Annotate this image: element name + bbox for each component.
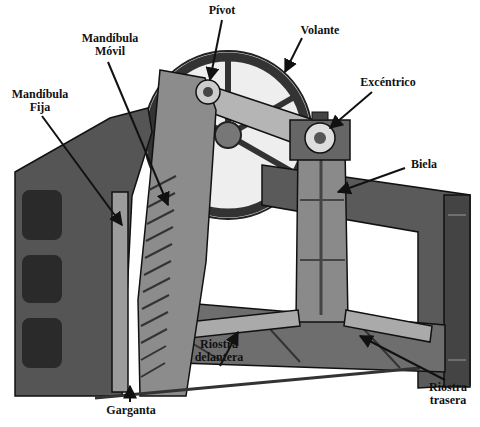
frame-left <box>15 108 152 396</box>
pitman <box>296 148 348 322</box>
part-label: Riostra delantera <box>186 338 252 364</box>
part-label: Mandíbula Fija <box>2 88 78 114</box>
leader-line <box>360 336 445 380</box>
leader-line <box>210 20 222 80</box>
leader-line <box>108 62 168 205</box>
leader-line <box>129 386 131 402</box>
part-label: Mandíbula Móvil <box>74 32 146 58</box>
eccentric-shaft <box>198 84 350 160</box>
pivot <box>196 80 220 104</box>
part-label: Pívot <box>197 4 247 17</box>
part-label: Riostra trasera <box>418 381 478 407</box>
leader-line <box>42 116 122 225</box>
part-label: Garganta <box>98 404 164 417</box>
leader-line <box>338 168 405 192</box>
part-label: Volante <box>290 24 350 37</box>
leader-lines <box>42 20 445 402</box>
tie-rod <box>95 368 420 398</box>
part-label: Biela <box>400 158 448 171</box>
part-label: Excéntrico <box>348 76 428 89</box>
leader-line <box>285 38 302 72</box>
leader-line <box>330 92 372 128</box>
